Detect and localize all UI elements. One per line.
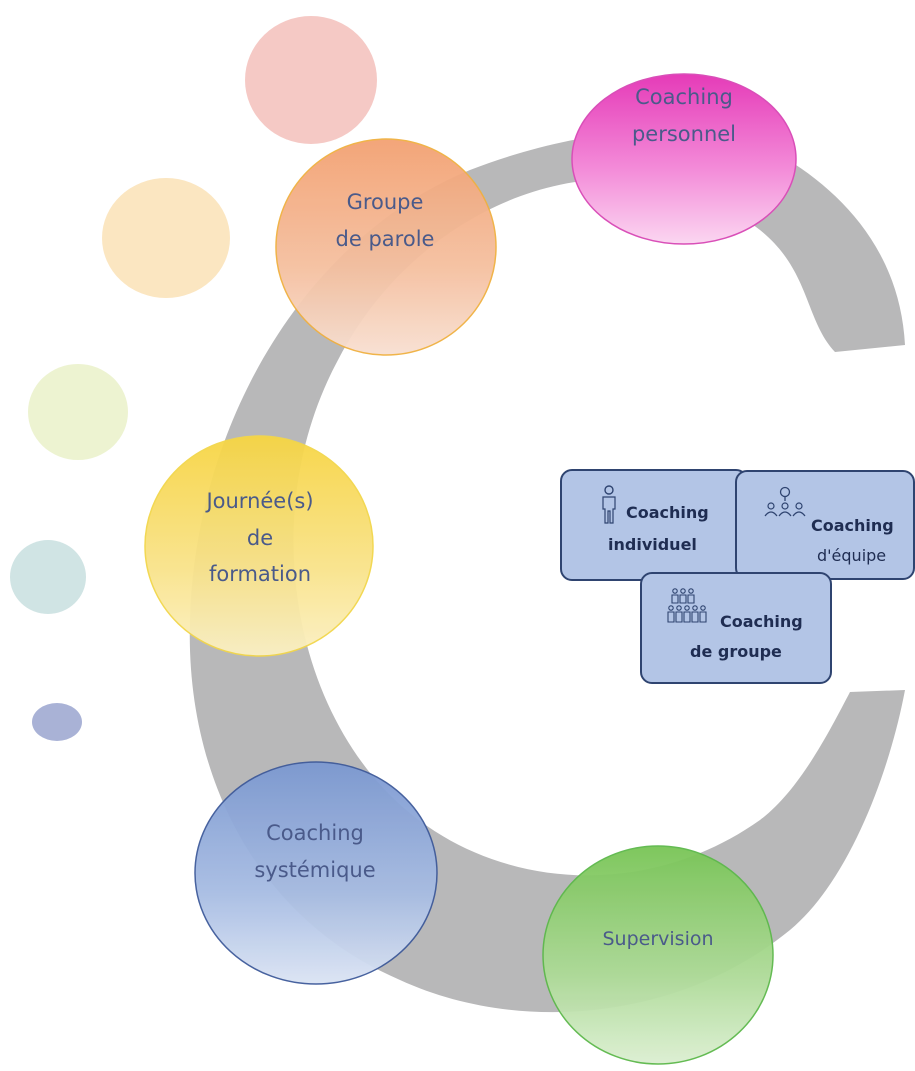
card-coaching-groupe: Coaching de groupe [640,572,832,684]
card-line: d'équipe [817,546,887,565]
label-supervision: Supervision [558,922,758,958]
decor-blob-blue [32,703,82,741]
team-icon [764,486,806,517]
person-icon [602,485,616,524]
card-line: Coaching [720,612,803,631]
card-line: de groupe [690,642,782,661]
card-line: Coaching [811,516,894,535]
decor-blob-orange [102,178,230,298]
card-line: Coaching [626,503,709,522]
circle-supervision [542,845,774,1065]
card-coaching-individuel: Coaching individuel [560,469,748,581]
label-line: de parole [335,227,435,251]
decor-blob-yellow [28,364,128,460]
label-line: systémique [254,858,376,882]
circle-groupe-de-parole [275,138,497,356]
circle-journees-formation [144,435,374,657]
label-line: Coaching [635,85,733,110]
label-coaching-personnel: Coaching personnel [584,76,784,156]
label-journees-formation: Journée(s) de formation [160,478,360,598]
label-line: formation [208,562,312,587]
label-line: Coaching [266,821,364,846]
label-groupe-de-parole: Groupe de parole [290,180,480,262]
circle-coaching-personnel [571,73,797,245]
circle-coaching-systemique [194,761,438,985]
label-line: Supervision [602,928,714,951]
decor-blob-pink [245,16,377,144]
card-line: individuel [608,535,697,554]
decor-blob-teal [10,540,86,614]
label-line: de [246,525,274,550]
card-coaching-equipe: Coaching d'équipe [735,470,915,580]
label-coaching-systemique: Coaching systémique [215,812,415,892]
label-line: Groupe [346,190,424,215]
label-line: personnel [631,122,737,146]
group-icon [667,588,707,623]
label-line: Journée(s) [206,488,314,513]
